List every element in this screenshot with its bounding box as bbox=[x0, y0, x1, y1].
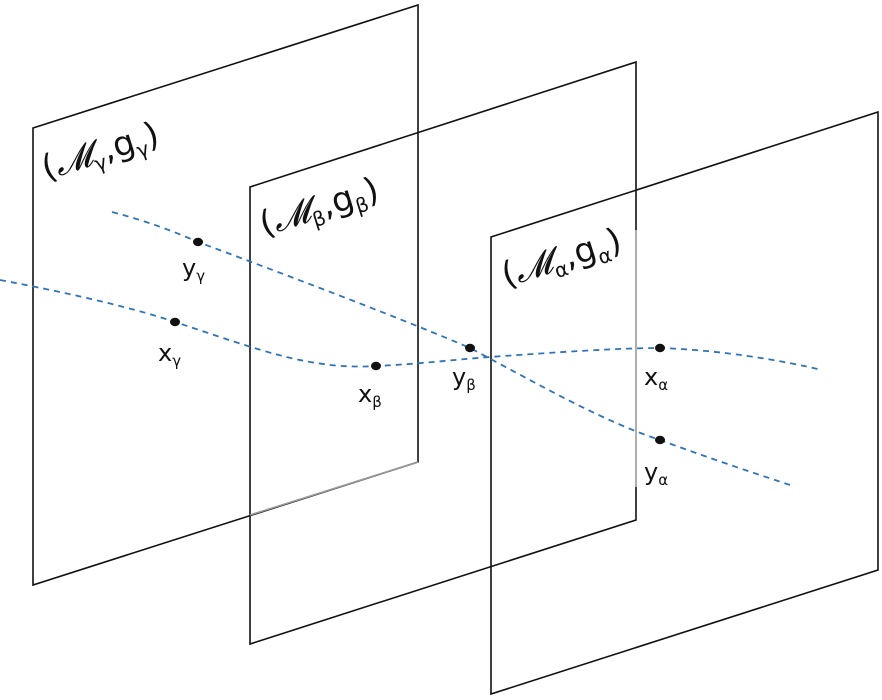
label-y-beta: yβ bbox=[452, 363, 476, 394]
point-y-alpha bbox=[655, 435, 665, 445]
plane-gamma bbox=[32, 3, 419, 587]
label-x-alpha: xα bbox=[644, 363, 668, 394]
plane-beta bbox=[249, 60, 637, 646]
point-x-beta bbox=[371, 361, 381, 371]
x-curve bbox=[0, 279, 823, 371]
point-x-alpha bbox=[655, 343, 665, 353]
label-y-gamma: yγ bbox=[182, 254, 205, 285]
label-x-beta: xβ bbox=[358, 380, 382, 411]
label-x-gamma: xγ bbox=[158, 339, 181, 370]
point-y-beta bbox=[465, 343, 475, 353]
label-y-alpha: yα bbox=[644, 458, 668, 489]
title-plane-alpha: (𝓜α,gα) bbox=[497, 220, 628, 298]
title-plane-beta: (𝓜β,gβ) bbox=[255, 170, 385, 248]
title-plane-gamma: (𝓜γ,gγ) bbox=[37, 114, 165, 191]
y-curve bbox=[111, 211, 791, 486]
point-x-gamma bbox=[170, 317, 180, 327]
plane-alpha bbox=[490, 110, 879, 696]
point-y-gamma bbox=[193, 237, 203, 247]
